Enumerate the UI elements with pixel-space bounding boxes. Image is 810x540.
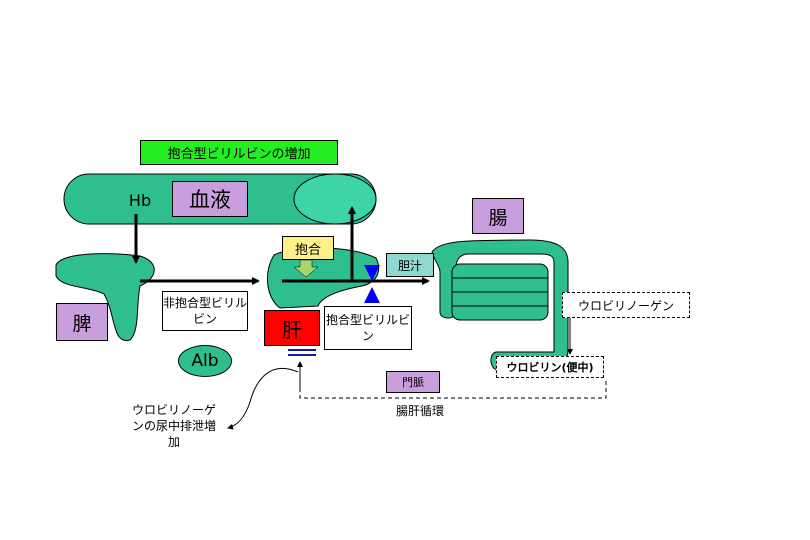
urinary-excretion-label: ウロビリノーゲンの尿中排泄増加 <box>131 402 216 450</box>
bile-label: 胆汁 <box>386 253 434 277</box>
enterohepatic-label: 腸肝循環 <box>395 403 444 418</box>
albumin-badge: Alb <box>178 345 232 377</box>
liver-label: 肝 <box>264 310 320 346</box>
blood-label: 血液 <box>172 181 248 217</box>
conjugation-down-arrow <box>293 259 319 278</box>
conjugated-bilirubin-label: 抱合型ビリルビン <box>324 306 412 350</box>
bile-valve-bottom <box>364 287 380 303</box>
enterohepatic-loop <box>299 380 607 399</box>
conjugated-bilirubin-increase-banner: 抱合型ビリルビンの増加 <box>140 140 338 165</box>
urinary-excretion-arrow <box>227 367 299 430</box>
blood-vessel-end <box>293 173 377 225</box>
hb-label: Hb <box>128 190 152 210</box>
spleen-label: 脾 <box>56 303 108 341</box>
portal-vein-label: 門脈 <box>386 371 440 393</box>
intestine-label: 腸 <box>472 198 524 234</box>
conjugation-label: 抱合 <box>282 236 334 260</box>
spleen-shape <box>55 253 155 341</box>
urobilin-feces-label: ウロビリン(便中) <box>496 356 604 378</box>
bile-valve-top <box>364 265 380 281</box>
urobilinogen-label: ウロビリノーゲン <box>562 292 690 318</box>
unconjugated-bilirubin-label: 非抱合型ビリルビン <box>162 291 248 331</box>
